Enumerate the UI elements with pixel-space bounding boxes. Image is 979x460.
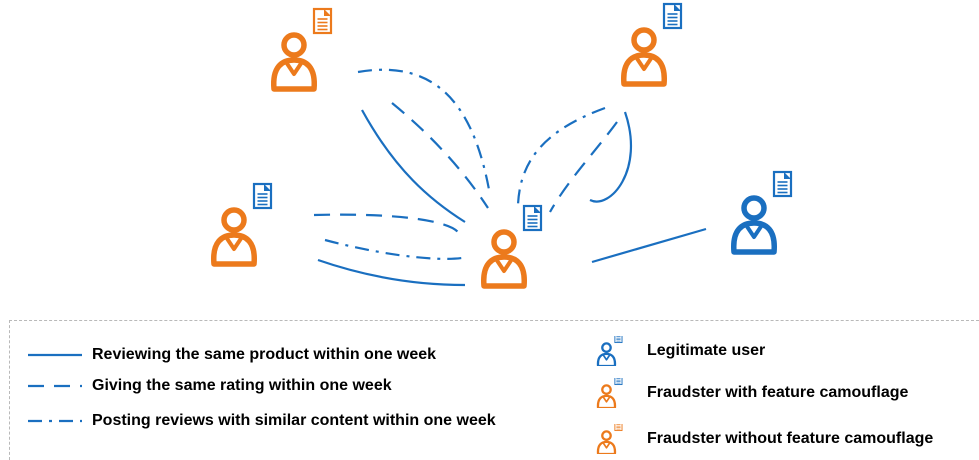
user-body bbox=[621, 52, 667, 87]
user-head bbox=[631, 27, 657, 53]
edges bbox=[313, 68, 707, 287]
no-camouflage-fraudster-icon bbox=[596, 424, 623, 454]
document-icon bbox=[252, 182, 273, 210]
user-head bbox=[601, 384, 612, 395]
legend-solid-edge: Reviewing the same product within one we… bbox=[20, 344, 436, 366]
document-icon bbox=[662, 2, 683, 30]
user-collar bbox=[284, 60, 304, 76]
user-node-legitimate-right bbox=[731, 170, 793, 255]
user-body bbox=[271, 57, 317, 92]
edge-dashdot-5 bbox=[516, 106, 606, 206]
legend-dashed-label: Giving the same rating within one week bbox=[92, 377, 392, 394]
legend-camouflage-user bbox=[596, 378, 623, 408]
user-head bbox=[281, 32, 307, 58]
edge-solid-3 bbox=[589, 111, 632, 203]
legend-legitimate-user bbox=[596, 336, 623, 366]
user-body bbox=[211, 232, 257, 267]
legend-box bbox=[9, 320, 979, 460]
legend-no-camouflage-label: Fraudster without feature camouflage bbox=[647, 430, 934, 447]
user-collar bbox=[634, 55, 654, 71]
document-icon bbox=[614, 424, 623, 432]
camouflage-fraudster-icon bbox=[596, 378, 623, 408]
legend-no-camouflage-user bbox=[596, 424, 623, 454]
user-body bbox=[596, 440, 617, 454]
user-body bbox=[596, 352, 617, 366]
user-head bbox=[491, 229, 517, 255]
edge-dashdot-8 bbox=[324, 238, 463, 260]
user-collar bbox=[602, 442, 611, 449]
user-collar bbox=[602, 396, 611, 403]
legend-dashed-edge: Giving the same rating within one week bbox=[20, 375, 392, 397]
user-node-fraudster-center bbox=[481, 204, 543, 289]
nodes bbox=[211, 2, 793, 289]
legend-legitimate-user: Legitimate user bbox=[595, 336, 765, 366]
user-node-fraudster-top-left bbox=[271, 7, 333, 92]
legend-dashdot-edge: Posting reviews with similar content wit… bbox=[20, 410, 496, 432]
user-collar bbox=[602, 354, 611, 361]
user-collar bbox=[744, 223, 764, 239]
user-node-fraudster-left bbox=[211, 182, 273, 267]
edge-dashed-1 bbox=[391, 102, 489, 209]
legend-camouflage-label: Fraudster with feature camouflage bbox=[647, 384, 909, 401]
edge-solid-0 bbox=[361, 109, 466, 223]
user-body bbox=[596, 394, 617, 408]
dashdot-line-sample bbox=[28, 419, 82, 423]
document-icon bbox=[772, 170, 793, 198]
legend-solid-label: Reviewing the same product within one we… bbox=[92, 346, 437, 363]
legend-no-camouflage-fraudster: Fraudster without feature camouflage bbox=[595, 424, 933, 454]
edge-dashdot-2 bbox=[357, 68, 492, 196]
edge-dashed-7 bbox=[313, 213, 460, 238]
user-head bbox=[601, 430, 612, 441]
user-head bbox=[221, 207, 247, 233]
edge-solid-6 bbox=[317, 258, 466, 287]
legend-camouflage-fraudster: Fraudster with feature camouflage bbox=[595, 378, 908, 408]
edge-dashed-4 bbox=[549, 121, 618, 213]
user-head bbox=[601, 342, 612, 353]
user-head bbox=[741, 195, 767, 221]
user-collar bbox=[494, 257, 514, 273]
user-collar bbox=[224, 235, 244, 251]
user-node-fraudster-top-right bbox=[621, 2, 683, 87]
document-icon bbox=[614, 336, 623, 344]
legend-legitimate-label: Legitimate user bbox=[647, 342, 766, 359]
solid-line-sample bbox=[28, 353, 82, 357]
edge-solid-9 bbox=[591, 227, 707, 264]
document-icon bbox=[312, 7, 333, 35]
relation-graph bbox=[211, 2, 793, 289]
legitimate-user-icon bbox=[596, 336, 623, 366]
document-icon bbox=[522, 204, 543, 232]
user-body bbox=[481, 254, 527, 289]
legend-dashdot-label: Posting reviews with similar content wit… bbox=[92, 412, 496, 429]
dashed-line-sample bbox=[28, 384, 82, 388]
document-icon bbox=[614, 378, 623, 386]
user-body bbox=[731, 220, 777, 255]
